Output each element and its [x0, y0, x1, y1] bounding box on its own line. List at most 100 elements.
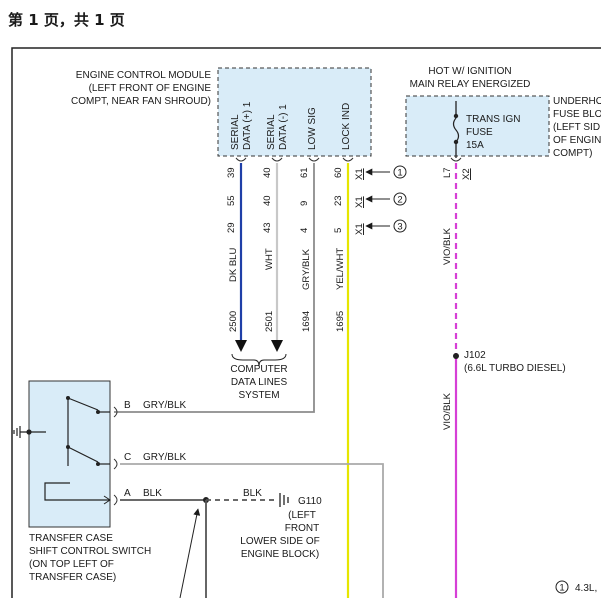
ground-label-2: FRONT: [285, 523, 319, 534]
fuse-block-box: [405, 95, 550, 157]
callout-circle: [393, 165, 407, 179]
ecm-pin-2-label-line-2: DATA (-) 1: [278, 104, 289, 150]
relay-label-1: HOT W/ IGNITION: [428, 66, 511, 77]
wire-gry-blk-c: [120, 463, 384, 598]
ground-label-3: LOWER SIDE OF: [240, 536, 319, 547]
fuse-label-2: FUSE: [466, 127, 493, 138]
ecm-pin-1-label-line-1: SERIAL: [230, 114, 241, 150]
fuse-block-label-1: UNDERHO: [553, 96, 601, 107]
pin-number: 5: [333, 228, 344, 233]
splice-note: (6.6L TURBO DIESEL): [464, 363, 566, 374]
wire-color-label: YEL/WHT: [335, 248, 346, 290]
relay-label-2: MAIN RELAY ENERGIZED: [410, 79, 531, 90]
ecm-pin-2-label-line-1: SERIAL: [266, 114, 277, 150]
fuse-label-3: 15A: [466, 140, 484, 151]
ground-label-1: (LEFT: [288, 510, 316, 521]
footnote-marker: 1: [559, 583, 564, 594]
data-lines-label-2: DATA LINES: [231, 377, 288, 388]
pin-number: 29: [226, 222, 237, 233]
data-lines-label-1: COMPUTER: [230, 364, 287, 375]
ecm-pin-cup-3: [308, 157, 320, 162]
transfer-case-switch-box: [28, 380, 111, 528]
fuse-pin-x2: X2: [461, 168, 472, 180]
fuse-block-label-2: FUSE BLO: [553, 109, 601, 120]
fuse-terminal-top: [453, 113, 459, 119]
circuit-number: 2501: [264, 311, 275, 332]
circuit-number: 1695: [335, 311, 346, 332]
splice-dot: [453, 353, 459, 359]
wire-wht-arrowhead: [271, 340, 283, 352]
pin-number: 55: [226, 195, 237, 206]
switch-terminal-cup-a: [113, 494, 118, 506]
callout-circle: [393, 192, 407, 206]
wire-color-label: DK BLU: [228, 248, 239, 282]
ecm-pin-cup-4: [342, 157, 354, 162]
wire-color-label: WHT: [264, 248, 275, 270]
pin-number: 23: [333, 195, 344, 206]
ecm-title-line-3: COMPT, NEAR FAN SHROUD): [71, 96, 211, 107]
switch-common-node: [26, 429, 32, 435]
switch-terminal-cup-c: [113, 458, 118, 470]
switch-label-1: TRANSFER CASE: [29, 533, 113, 544]
ecm-pin-cup-2: [271, 157, 283, 162]
switch-label-2: SHIFT CONTROL SWITCH: [29, 546, 151, 557]
pin-number: 61: [299, 167, 310, 178]
wire-gry-blk-low-sig: [114, 163, 315, 413]
fuse-block-label-5: COMPT): [553, 148, 592, 159]
ground-wire-color: BLK: [243, 488, 262, 499]
circuit-number: 1694: [301, 311, 312, 332]
pin-number: 39: [226, 167, 237, 178]
switch-blade-icon: [67, 397, 99, 411]
terminal-a-wire-color: BLK: [143, 488, 162, 499]
ground-name: G110: [298, 496, 322, 507]
ecm-title-line-2: (LEFT FRONT OF ENGINE: [89, 83, 212, 94]
ecm-module-box: [217, 67, 372, 157]
pin-number: 40: [262, 167, 273, 178]
splice-name: J102: [464, 350, 486, 361]
terminal-a-arrow: [103, 495, 111, 505]
callout-number: 2: [397, 195, 402, 206]
ecm-pin-numbers: 39 40 61 60 55 40 9 23 29 43 4 5: [226, 167, 344, 233]
wire-color-label: VIO/BLK: [442, 392, 453, 430]
switch-blade-icon: [67, 446, 99, 463]
pin-number: 9: [299, 201, 310, 206]
callout-circle: [393, 219, 407, 233]
terminal-a-letter: A: [124, 488, 131, 499]
ecm-pin-cup-1: [235, 157, 247, 162]
callout-number: 3: [397, 222, 402, 233]
fuse-element-icon: [452, 117, 460, 143]
ecm-title-line-1: ENGINE CONTROL MODULE: [76, 70, 212, 81]
leader-arrow: [179, 508, 201, 598]
wire-color-label: GRY/BLK: [301, 248, 312, 290]
page-frame: [11, 47, 601, 598]
ecm-pin-1-label-line-2: DATA (+) 1: [242, 101, 253, 150]
pin-number: 60: [333, 167, 344, 178]
fuse-pin-l7: L7: [442, 167, 453, 178]
circuit-number: 2500: [228, 311, 239, 332]
ecm-pin-4-label: LOCK IND: [341, 103, 352, 150]
pin-number: 43: [262, 222, 273, 233]
connector-x1-label: X1: [354, 223, 365, 235]
footnote-marker-circle: [555, 580, 569, 594]
switch-terminal-cup-b: [113, 406, 118, 418]
terminal-c-letter: C: [124, 452, 131, 463]
terminal-c-wire-color: GRY/BLK: [143, 452, 186, 463]
fuse-block-label-3: (LEFT SID: [553, 122, 600, 133]
switch-label-3: (ON TOP LEFT OF: [29, 559, 114, 570]
wire-color-label: VIO/BLK: [442, 227, 453, 265]
connector-x1-label: X1: [354, 168, 365, 180]
ground-label-4: ENGINE BLOCK): [241, 549, 319, 560]
terminal-b-letter: B: [124, 400, 131, 411]
data-lines-brace: [231, 353, 287, 367]
pin-number: 4: [299, 228, 310, 233]
connector-x1-label: X1: [354, 196, 365, 208]
fuse-label-1: TRANS IGN: [466, 114, 520, 125]
pin-number: 40: [262, 195, 273, 206]
callout-number: 1: [397, 168, 402, 179]
switch-label-4: TRANSFER CASE): [29, 572, 116, 583]
terminal-b-wire-color: GRY/BLK: [143, 400, 186, 411]
wire-dk-blu-arrowhead: [235, 340, 247, 352]
fuse-pin-cup: [450, 157, 462, 162]
footnote-text: 4.3L,: [575, 583, 597, 594]
page-header: 第 1 页，共 1 页: [8, 11, 125, 29]
